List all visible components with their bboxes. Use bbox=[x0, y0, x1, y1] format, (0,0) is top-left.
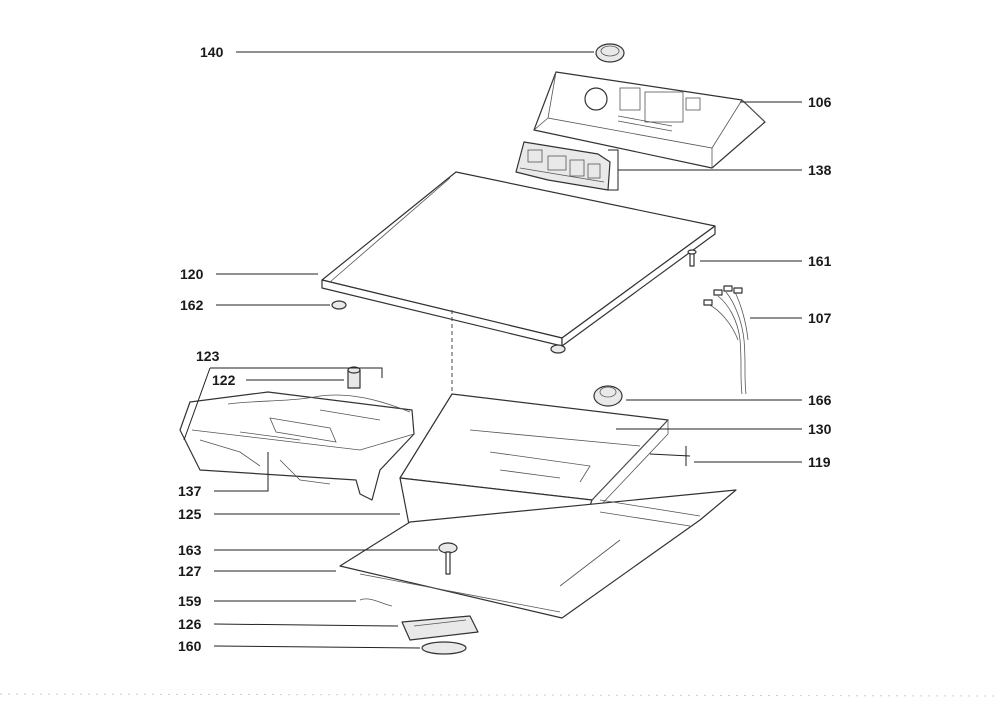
callout-126: 126 bbox=[178, 616, 202, 632]
callout-159: 159 bbox=[178, 593, 202, 609]
callout-160: 160 bbox=[178, 638, 202, 654]
part-163-bolt bbox=[438, 542, 458, 575]
callout-161: 161 bbox=[808, 253, 832, 269]
callout-138: 138 bbox=[808, 162, 832, 178]
part-107-wire-harness bbox=[703, 285, 749, 395]
callout-123: 123 bbox=[196, 348, 220, 364]
callout-140: 140 bbox=[200, 44, 224, 60]
callout-130: 130 bbox=[808, 421, 832, 437]
part-127-base-plate bbox=[339, 489, 737, 619]
leader-lines bbox=[183, 51, 802, 649]
callout-127: 127 bbox=[178, 563, 202, 579]
callout-120: 120 bbox=[180, 266, 204, 282]
callout-107: 107 bbox=[808, 310, 832, 326]
scan-edge-line bbox=[0, 693, 1000, 697]
part-119-rod bbox=[649, 446, 691, 466]
part-160-cap bbox=[421, 641, 467, 655]
part-120-top-lid bbox=[321, 171, 716, 347]
part-140-knob-cap bbox=[595, 43, 625, 63]
callout-163: 163 bbox=[178, 542, 202, 558]
part-138-control-board bbox=[515, 141, 611, 191]
callout-162: 162 bbox=[180, 297, 204, 313]
part-106-control-panel bbox=[533, 71, 766, 169]
callout-119: 119 bbox=[808, 454, 831, 470]
callout-106: 106 bbox=[808, 94, 832, 110]
callout-125: 125 bbox=[178, 506, 202, 522]
part-122-cylinder bbox=[347, 366, 361, 389]
callout-137: 137 bbox=[178, 483, 202, 499]
part-161-screw bbox=[687, 249, 697, 267]
part-126-pump-module bbox=[401, 615, 479, 641]
callout-166: 166 bbox=[808, 392, 832, 408]
callout-122: 122 bbox=[212, 372, 236, 388]
part-159-clip bbox=[359, 598, 393, 607]
part-162-foot-pad bbox=[331, 300, 566, 354]
part-123-dispenser-assembly bbox=[179, 391, 415, 501]
part-166-pressure-switch bbox=[593, 385, 623, 407]
